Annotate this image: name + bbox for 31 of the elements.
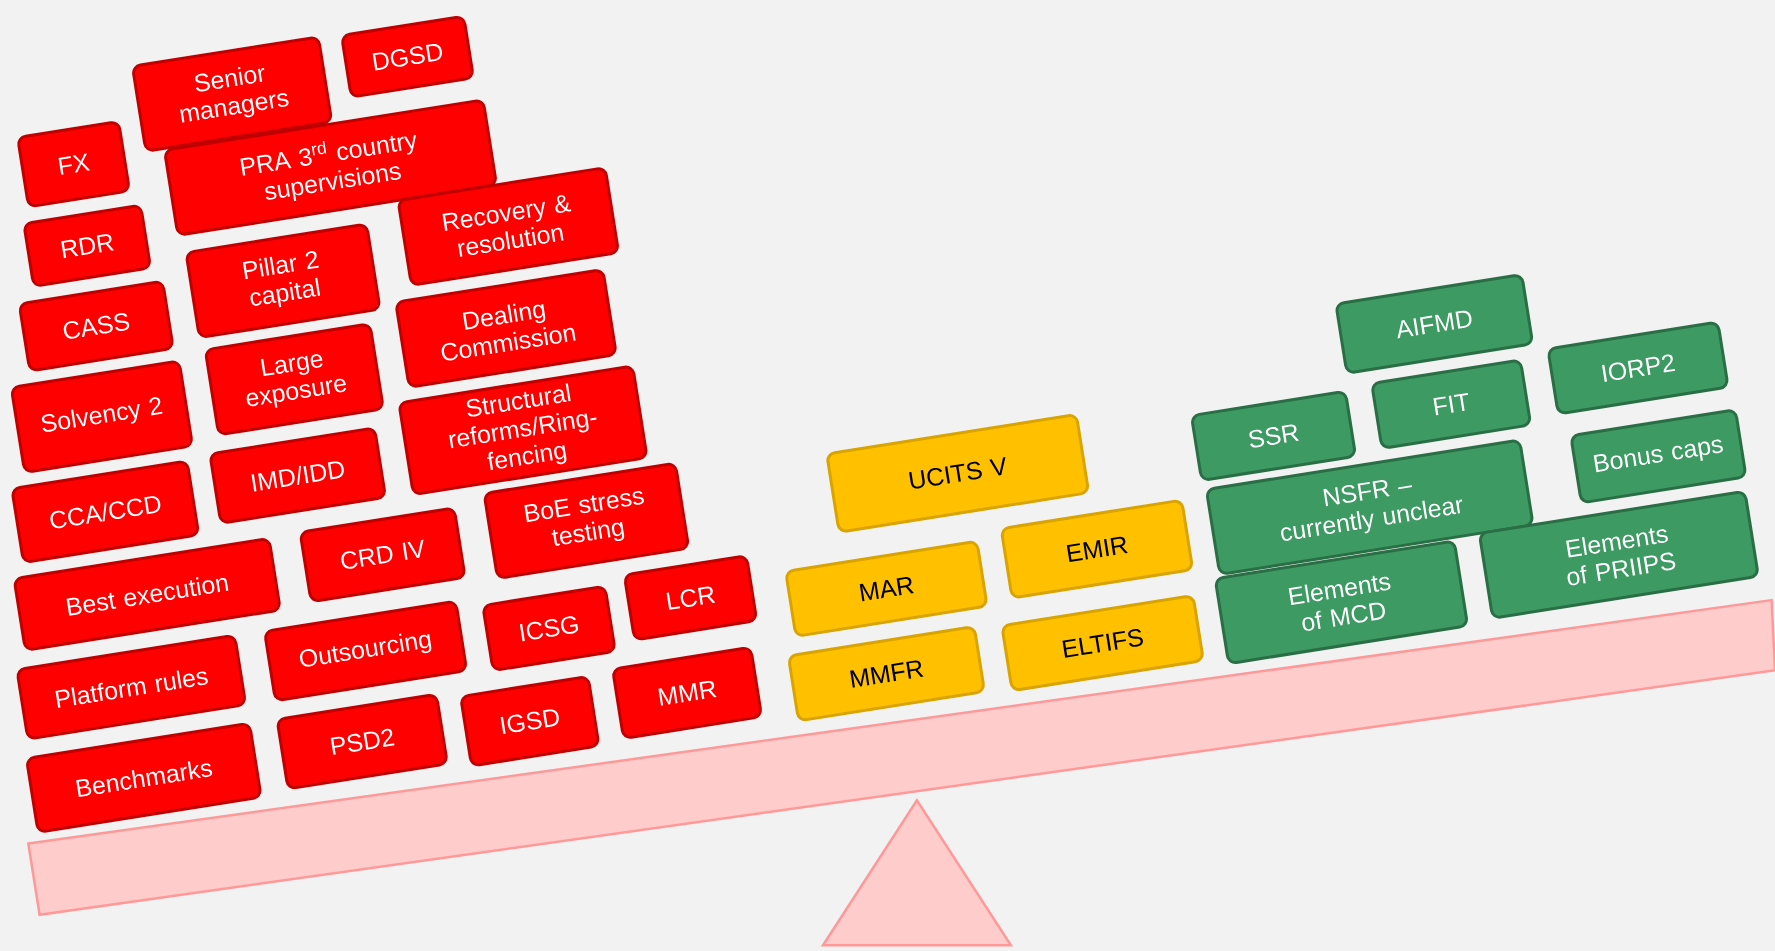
regulation-block: Solvency 2 bbox=[10, 360, 193, 473]
regulation-block: FX bbox=[17, 121, 130, 208]
regulation-block: AIFMD bbox=[1335, 274, 1534, 374]
regulation-block: FIT bbox=[1371, 359, 1532, 449]
regulation-block: UCITS V bbox=[826, 414, 1090, 533]
regulation-block: LCR bbox=[623, 555, 758, 641]
regulation-block: Platform rules bbox=[16, 634, 247, 740]
regulation-block: Bonus caps bbox=[1570, 409, 1747, 504]
regulation-block: CRD IV bbox=[299, 507, 466, 602]
regulation-block: IMD/IDD bbox=[209, 427, 386, 524]
regulation-block: CASS bbox=[18, 280, 174, 372]
regulation-block: Elements of PRIIPS bbox=[1478, 490, 1759, 619]
regulation-block: Benchmarks bbox=[26, 722, 262, 833]
regulation-block: DGSD bbox=[341, 15, 474, 98]
regulation-block: Large exposure bbox=[204, 323, 384, 436]
regulation-block: RDR bbox=[23, 204, 151, 287]
regulation-block: EMIR bbox=[1000, 499, 1194, 599]
regulation-block: MMR bbox=[612, 646, 762, 739]
regulation-block: MAR bbox=[785, 540, 988, 637]
regulation-block: IGSD bbox=[460, 676, 600, 767]
regulation-block: IORP2 bbox=[1547, 321, 1729, 415]
regulation-block: PSD2 bbox=[276, 693, 448, 790]
regulation-block: SSR bbox=[1191, 390, 1356, 481]
regulation-block: ELTIFS bbox=[1001, 595, 1204, 692]
regulation-block: CCA/CCD bbox=[11, 460, 200, 563]
regulation-block: Best execution bbox=[13, 538, 281, 651]
regulation-block: Outsourcing bbox=[264, 600, 468, 702]
regulation-block: Pillar 2 capital bbox=[185, 223, 381, 338]
regulation-block: MMFR bbox=[788, 626, 985, 722]
regulation-block: Elements of MCD bbox=[1214, 540, 1468, 665]
regulation-block: ICSG bbox=[482, 585, 616, 671]
